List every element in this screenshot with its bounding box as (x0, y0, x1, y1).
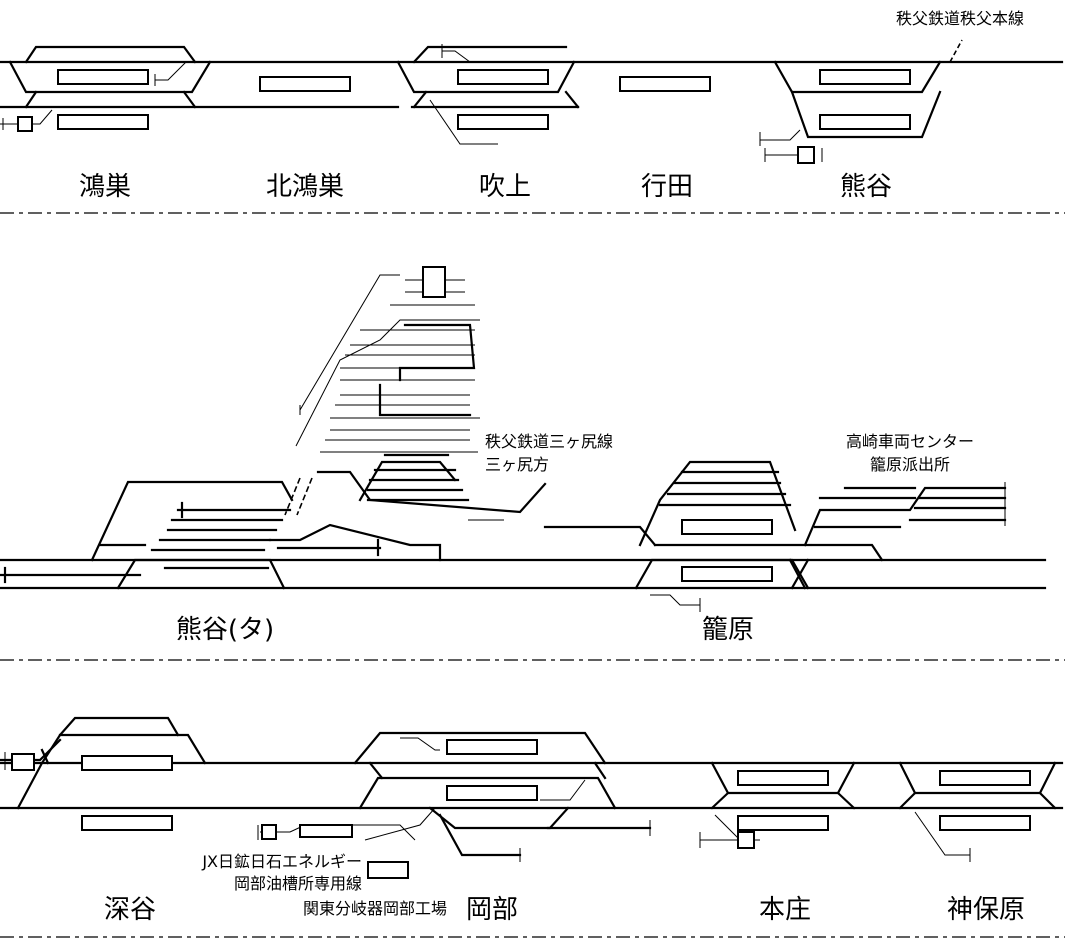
station-label-konosu: 鴻巣 (79, 172, 131, 202)
row-3-tracks (0, 716, 1064, 862)
note-mikajiri-direction: 三ヶ尻方 (485, 455, 549, 474)
note-takasaki-center: 高崎車両センター (846, 432, 974, 451)
station-label-gyoda: 行田 (641, 172, 693, 202)
station-label-kita-konosu: 北鴻巣 (266, 172, 344, 202)
station-label-fukiage: 吹上 (479, 172, 531, 202)
station-label-okabe: 岡部 (466, 895, 518, 925)
station-label-kumagaya: 熊谷 (840, 172, 892, 202)
note-kanto-bunki: 関東分岐器岡部工場 (303, 899, 447, 918)
row-3-platforms (11, 739, 1031, 879)
row-1-platforms (17, 69, 911, 164)
row-1-tracks (0, 39, 1064, 162)
station-label-kumagaya-freight: 熊谷(タ) (176, 615, 274, 645)
note-jx-siding-2: 岡部油槽所専用線 (234, 874, 362, 893)
row-2-platforms (681, 519, 773, 582)
note-mikajiri-line: 秩父鉄道三ヶ尻線 (485, 432, 613, 451)
station-label-honjo: 本庄 (759, 895, 811, 925)
station-label-fukaya: 深谷 (104, 895, 156, 925)
note-kagohara-depot: 籠原派出所 (870, 455, 950, 474)
station-label-jimbohara: 神保原 (947, 895, 1025, 925)
note-chichibu-main-line: 秩父鉄道秩父本線 (896, 9, 1024, 28)
note-jx-siding-1: JX日鉱日石エネルギー (201, 852, 362, 871)
row-2-tracks (0, 266, 1047, 612)
station-label-kagohara: 籠原 (702, 615, 754, 645)
